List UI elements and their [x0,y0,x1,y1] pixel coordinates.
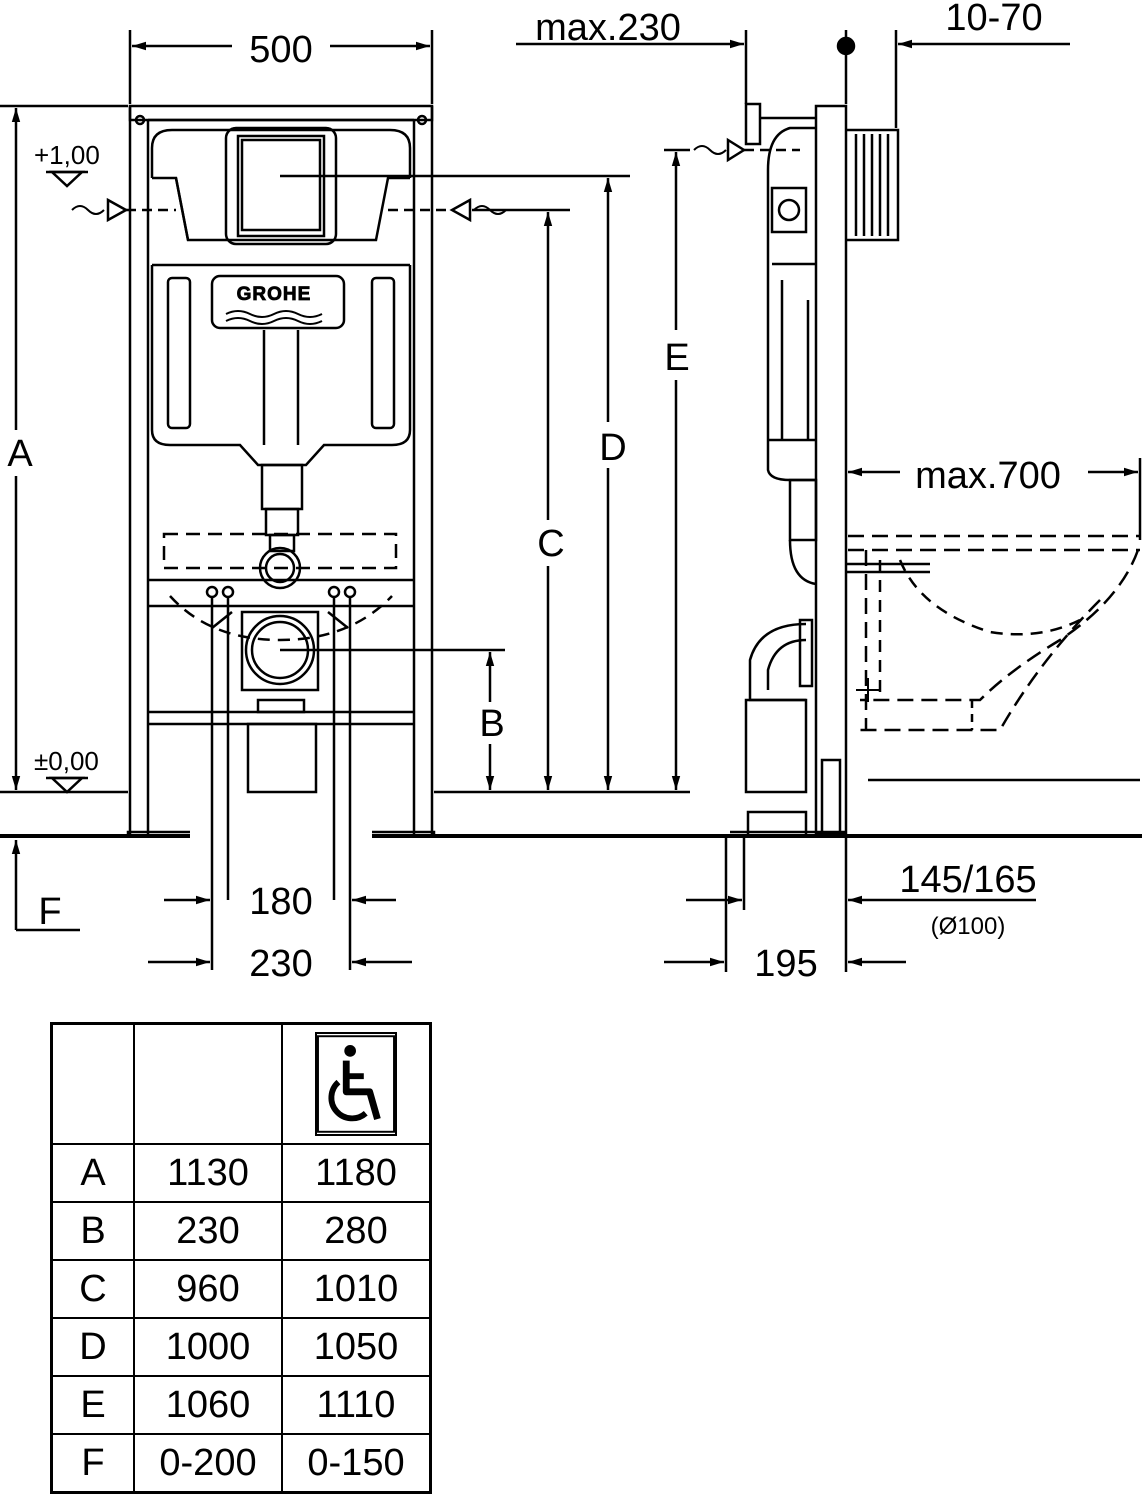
table-header-row [50,1022,432,1145]
row-key-cell: D [50,1317,135,1377]
row-key-cell: F [50,1433,135,1494]
row-accessible-cell: 0-150 [281,1433,432,1494]
row-key-cell: E [50,1375,135,1435]
row-standard-cell: 1060 [133,1375,283,1435]
dim-180-label: 180 [249,881,312,923]
wheelchair-icon [315,1032,397,1136]
row-standard-cell: 1130 [133,1143,283,1203]
dim-b-label: B [479,703,504,745]
dim-145-165-label: 145/165 [899,859,1036,901]
row-accessible-cell: 280 [281,1201,432,1261]
dim-230-label: 230 [249,943,312,985]
installation-drawing: 500 +1,00 ±0,00 A B C D F 180 230 GROHE … [0,0,1142,985]
row-accessible-cell: 1050 [281,1317,432,1377]
row-key-cell: A [50,1143,135,1203]
row-standard-cell: 230 [133,1201,283,1261]
max-230-label: max.230 [535,7,681,49]
row-standard-cell: 960 [133,1259,283,1319]
dim-c-label: C [537,523,564,565]
dim-e-label: E [664,337,689,379]
row-standard-cell: 1000 [133,1317,283,1377]
dim-195-label: 195 [754,943,817,985]
dim-a-label: A [7,433,33,475]
max-700-label: max.700 [915,455,1061,497]
adjust-10-70-label: 10-70 [945,0,1042,39]
front-view [0,30,1142,970]
row-key-cell: C [50,1259,135,1319]
header-accessible-cell [281,1022,432,1145]
row-key-cell: B [50,1201,135,1261]
row-accessible-cell: 1110 [281,1375,432,1435]
header-standard-cell [133,1022,283,1145]
level-top-label: +1,00 [34,140,100,170]
level-zero-label: ±0,00 [34,746,99,776]
row-standard-cell: 0-200 [133,1433,283,1494]
diameter-100-label: (Ø100) [931,913,1006,940]
header-key-cell [50,1022,135,1145]
dim-d-label: D [599,427,626,469]
side-view [516,30,1142,972]
row-accessible-cell: 1010 [281,1259,432,1319]
dim-f-label: F [38,891,61,933]
row-accessible-cell: 1180 [281,1143,432,1203]
width-500-label: 500 [249,29,312,71]
brand-logo: GROHE [237,284,312,305]
